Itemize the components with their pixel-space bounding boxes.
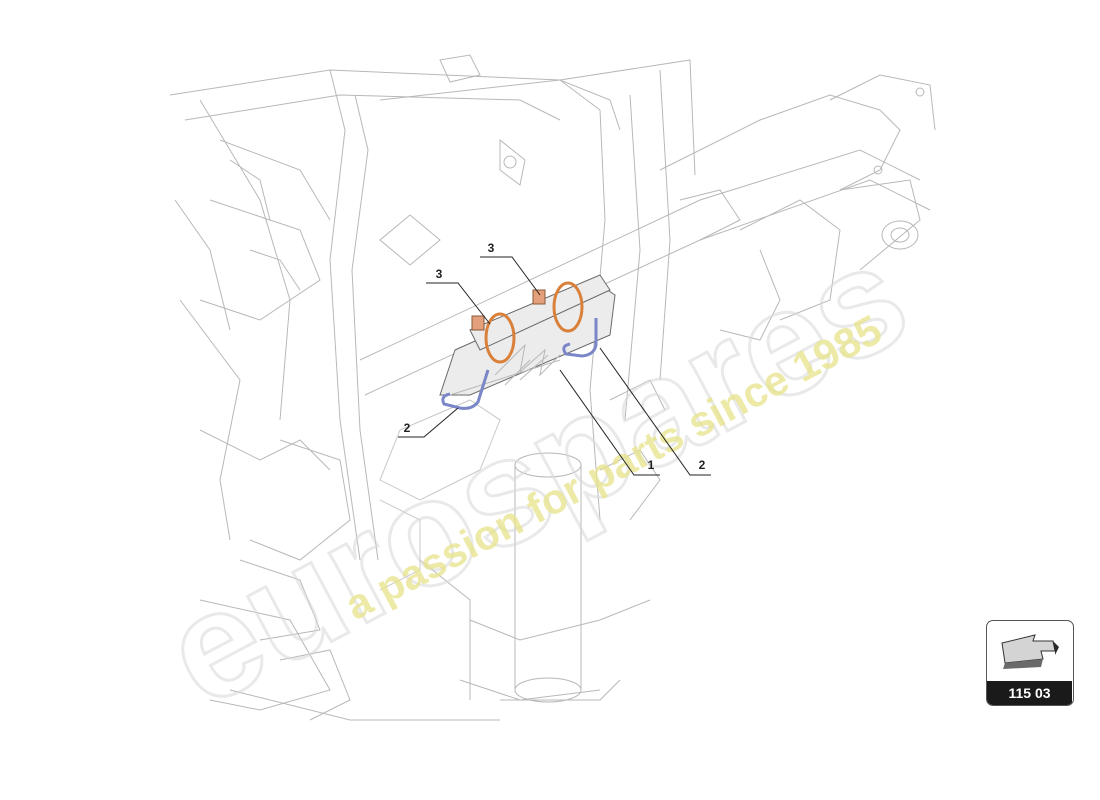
callout-label-3-left: 3	[436, 267, 443, 281]
arrow-view-icon	[1001, 634, 1059, 669]
reference-number: 115 03	[987, 681, 1072, 705]
reference-badge: 115 03	[986, 620, 1074, 706]
callout-label-2-right: 2	[699, 458, 706, 472]
clamp-left	[471, 312, 516, 364]
chassis-frame-linework	[169, 54, 936, 721]
bracket-left	[441, 369, 490, 410]
callout-label-3-right: 3	[488, 241, 495, 255]
callout-label-1: 1	[648, 458, 655, 472]
bracket-right	[562, 318, 598, 358]
clamp-right	[532, 281, 584, 333]
leader-lines	[398, 256, 711, 476]
heat-shield-assembly	[439, 274, 616, 410]
callout-label-2-left: 2	[404, 421, 411, 435]
